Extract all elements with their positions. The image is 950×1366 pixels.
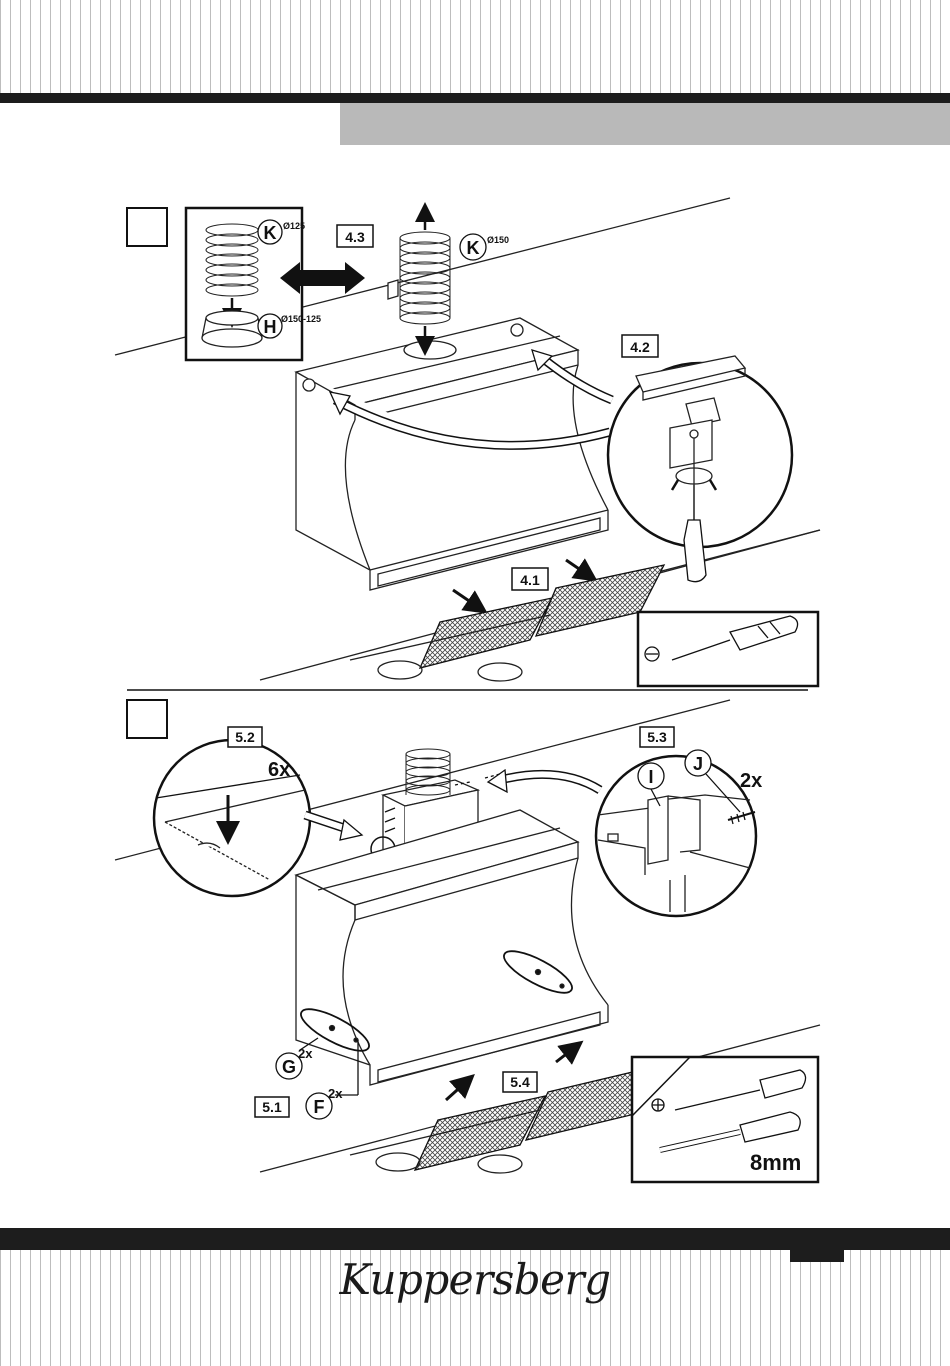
callout-5-2: 5.2 — [228, 727, 262, 747]
callout-5-2-label: 5.2 — [235, 729, 255, 745]
part-f-label: F — [314, 1097, 325, 1117]
callout-4-3: 4.3 — [337, 225, 373, 247]
duct-k-large — [400, 232, 450, 324]
count-j-label: 2x — [740, 770, 762, 792]
hood-step5 — [296, 810, 608, 1085]
callout-5-1: 5.1 — [255, 1097, 289, 1117]
brand-logo-text: Kuppersberg — [340, 1255, 611, 1304]
step-4-number-box — [127, 208, 167, 246]
part-j-label: J — [693, 754, 703, 774]
step-5-number-box — [127, 700, 167, 738]
callout-4-1: 4.1 — [512, 568, 548, 590]
part-h-dim: Ø150-125 — [281, 314, 321, 324]
count-f-label: 2x — [328, 1086, 343, 1101]
count-g-label: 2x — [298, 1046, 313, 1061]
part-h-label: H — [264, 317, 277, 337]
step-5-panel — [115, 700, 820, 1182]
part-i-label: I — [648, 767, 653, 787]
callout-5-3-label: 5.3 — [647, 729, 667, 745]
step-4-panel — [115, 198, 820, 686]
hood-step4 — [296, 318, 608, 590]
part-k-large-label: K — [467, 238, 480, 258]
part-g-label: G — [282, 1057, 296, 1077]
callout-5-1-label: 5.1 — [262, 1099, 282, 1115]
brand-logo: Kuppersberg — [0, 1255, 950, 1304]
callout-4-1-label: 4.1 — [520, 572, 540, 588]
callout-4-2: 4.2 — [622, 335, 658, 357]
tool-size-label: 8mm — [750, 1150, 801, 1175]
callout-5-3: 5.3 — [640, 727, 674, 747]
callout-5-4-label: 5.4 — [510, 1074, 530, 1090]
grease-filter-left — [420, 598, 552, 668]
callout-5-4: 5.4 — [503, 1072, 537, 1092]
footer-dark-bar — [0, 1228, 950, 1250]
part-k-small-label: K — [264, 223, 277, 243]
callout-4-3-label: 4.3 — [345, 229, 365, 245]
part-k-large-dim: Ø150 — [487, 235, 509, 245]
bracket-detail-circle — [596, 756, 756, 916]
grease-filter-left-step5 — [415, 1096, 545, 1170]
callout-4-2-label: 4.2 — [630, 339, 650, 355]
part-k-small-dim: Ø125 — [283, 221, 305, 231]
count-6x-label: 6x — [268, 759, 290, 781]
